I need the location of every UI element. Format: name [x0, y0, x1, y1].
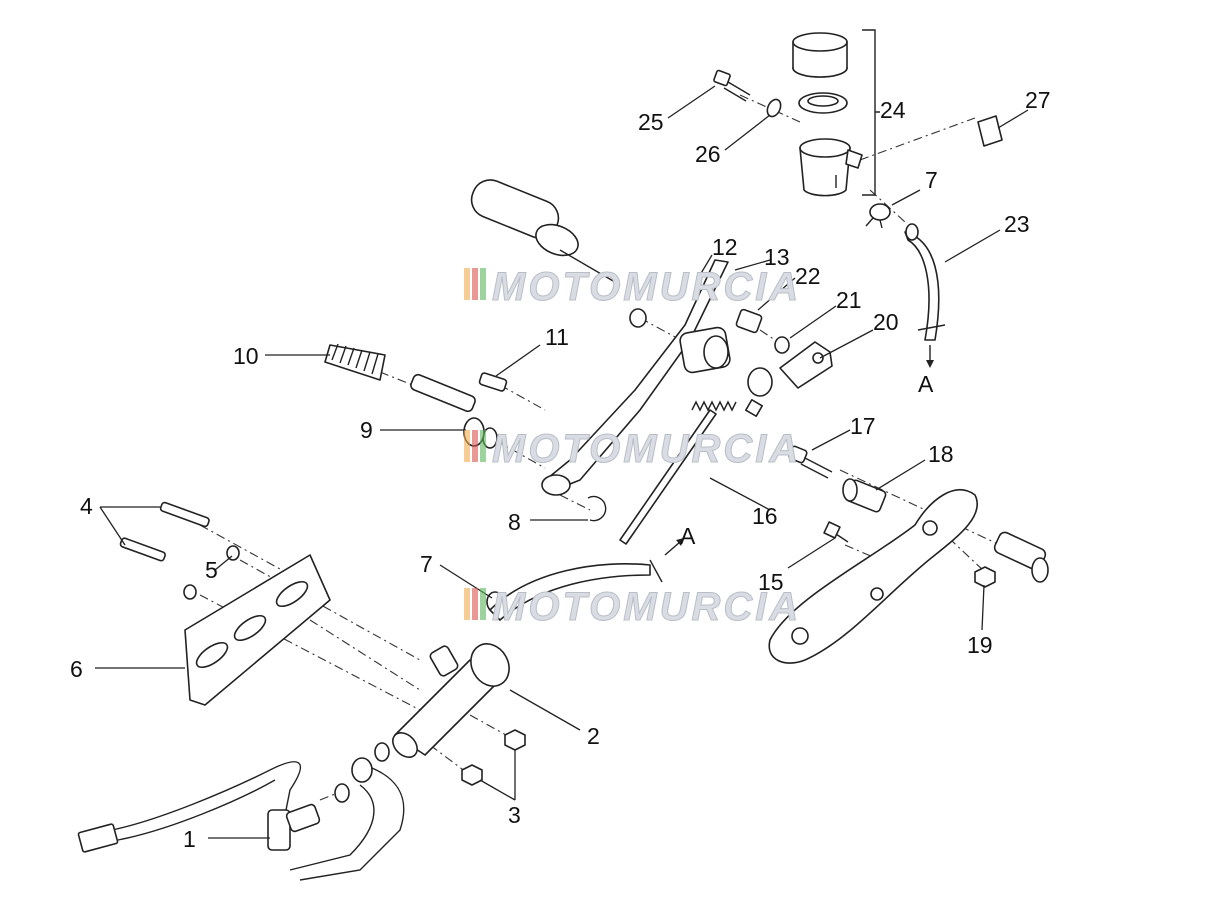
part-label-18: 18: [928, 441, 954, 467]
watermark-text: MOTOMURCIA: [492, 265, 801, 309]
part-label-5: 5: [205, 557, 218, 583]
pushrod-16: [619, 409, 717, 545]
bolt-17: [788, 445, 833, 479]
watermark-text: MOTOMURCIA: [492, 585, 801, 629]
part-label-16: 16: [752, 503, 778, 529]
footpeg-rubber-top: [470, 179, 621, 286]
part-label-26: 26: [695, 141, 721, 167]
master-cylinder-2: [392, 643, 510, 758]
part-labels: 1 2 3 4 5 6 7 7 8 9 10 11 12 13 15 16 17…: [70, 87, 1051, 852]
hose-to-a: [489, 538, 684, 621]
nut-19: [974, 566, 996, 588]
part-label-24: 24: [880, 97, 906, 123]
nuts-3: [461, 729, 526, 786]
footpeg-10: [324, 343, 386, 381]
part-label-3: 3: [508, 802, 521, 828]
part-label-8: 8: [508, 509, 521, 535]
brake-light-switch-1: [77, 761, 321, 853]
bolt-15: [823, 521, 849, 543]
leader-lines: [95, 85, 1029, 839]
part-label-7-lower: 7: [420, 551, 433, 577]
part-label-12: 12: [712, 234, 738, 260]
spring: [691, 399, 763, 417]
mount-plate-6: [184, 554, 331, 706]
part-label-19: 19: [967, 632, 993, 658]
brake-pedal-lever: [541, 259, 731, 496]
pivot-bush-22: [735, 308, 790, 354]
hose-23: [904, 223, 946, 368]
hose-clamp-top: [865, 203, 891, 229]
part-label-10: 10: [233, 343, 259, 369]
part-label-2: 2: [587, 723, 600, 749]
part-label-4: 4: [80, 493, 93, 519]
part-label-23: 23: [1004, 211, 1030, 237]
part-label-20: 20: [873, 309, 899, 335]
reservoir-diaphragm: [798, 92, 848, 114]
part-label-25: 25: [638, 109, 664, 135]
watermark-2: MOTOMURCIA: [464, 427, 801, 472]
reservoir-cap: [792, 32, 848, 78]
part-label-27: 27: [1025, 87, 1051, 113]
part-label-11: 11: [545, 324, 569, 350]
heel-guard-plate: [768, 489, 978, 664]
part-label-1: 1: [183, 826, 196, 852]
watermark-3: MOTOMURCIA: [464, 585, 801, 630]
part-label-22: 22: [795, 263, 821, 289]
reservoir-body: [799, 138, 863, 197]
bolt-25: [713, 69, 751, 102]
part-label-13: 13: [764, 244, 790, 270]
spacer-18: [842, 478, 887, 513]
part-label-9: 9: [360, 417, 373, 443]
watermark-text: MOTOMURCIA: [492, 427, 801, 471]
o-rings: [482, 308, 773, 449]
washers-5: [183, 545, 240, 600]
bracket-24: [862, 29, 880, 196]
ref-label-a-top: A: [918, 371, 934, 397]
part-label-7-upper: 7: [925, 167, 938, 193]
part-label-21: 21: [836, 287, 862, 313]
part-label-17: 17: [850, 413, 876, 439]
banjo-fitting: [289, 742, 405, 881]
circlip-8: [587, 495, 607, 522]
bolts-4: [119, 501, 210, 562]
pivot-bolt: [993, 531, 1049, 583]
clip-27: [977, 115, 1003, 147]
part-label-15: 15: [758, 569, 784, 595]
clevis-20: [779, 341, 833, 389]
part-label-6: 6: [70, 656, 83, 682]
watermark-1: MOTOMURCIA: [464, 265, 801, 310]
screw-11: [478, 372, 508, 392]
washer-26: [766, 98, 782, 118]
ref-label-a-bottom: A: [680, 523, 696, 549]
